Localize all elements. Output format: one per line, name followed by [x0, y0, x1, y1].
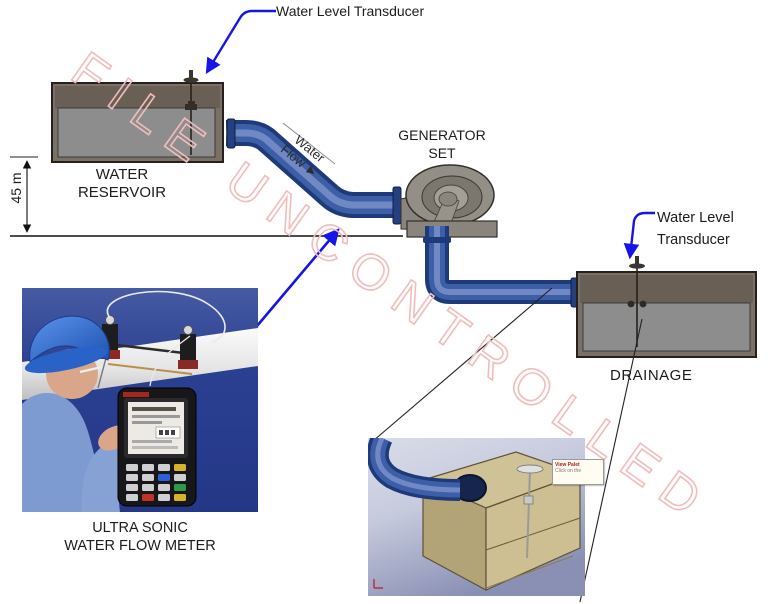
photo-cable — [106, 290, 226, 343]
label-water-reservoir: WATER RESERVOIR — [62, 166, 182, 202]
flowmeter-pointer-arrow — [256, 228, 340, 327]
label-generator-line1: GENERATOR — [398, 127, 486, 143]
flow-guide-line — [282, 122, 336, 165]
label-generator-line2: SET — [428, 145, 456, 161]
label-height-45m: 45 m — [8, 172, 24, 204]
photo-cable2 — [149, 335, 191, 387]
label-reservoir-line2: RESERVOIR — [77, 184, 167, 201]
ultrasonic-flowmeter-photo — [22, 288, 258, 512]
label-generator-set: GENERATOR SET — [392, 126, 492, 162]
cad-tooltip-text: Click on the — [555, 468, 582, 474]
handheld-flowmeter-device — [117, 387, 197, 507]
label-drainage: DRAINAGE — [610, 367, 693, 384]
label-ultrasonic-flowmeter-caption: ULTRA SONIC WATER FLOW METER — [25, 519, 255, 555]
leader-arrow-top-transducer — [205, 9, 276, 74]
cad-tooltip-title: View Palet — [555, 462, 580, 468]
photo-worker — [22, 315, 130, 512]
drainage-tank — [576, 256, 757, 358]
cad-origin-axis — [373, 579, 383, 589]
cad-tooltip: View Palet Click on the — [552, 459, 604, 485]
label-transducer-right-line2: Transducer — [657, 232, 730, 248]
caption-line2: WATER FLOW METER — [64, 538, 216, 554]
label-reservoir-line1: WATER — [95, 166, 149, 183]
detail-leader-line-right — [579, 318, 643, 603]
caption-line1: ULTRA SONIC — [92, 520, 188, 536]
reservoir-transducer — [183, 70, 199, 155]
water-reservoir-tank — [51, 70, 224, 163]
penstock-pipe — [226, 118, 402, 225]
label-water-level-transducer-top: Water Level Transducer — [276, 3, 425, 19]
drainage-cad-detail — [368, 438, 585, 596]
tailrace-pipe — [423, 226, 580, 308]
cad-pipe — [368, 438, 461, 501]
device-keypad — [126, 464, 186, 501]
label-water-level-transducer-right: Water Level Transducer — [657, 207, 734, 251]
detail-leader-line-left — [372, 287, 553, 442]
cad-transducer-rod — [516, 464, 544, 559]
photo-clamp-transducers — [97, 315, 198, 389]
leader-arrow-right-transducer — [623, 211, 655, 260]
label-transducer-right-line1: Water Level — [657, 210, 734, 226]
drainage-transducer — [627, 256, 647, 347]
